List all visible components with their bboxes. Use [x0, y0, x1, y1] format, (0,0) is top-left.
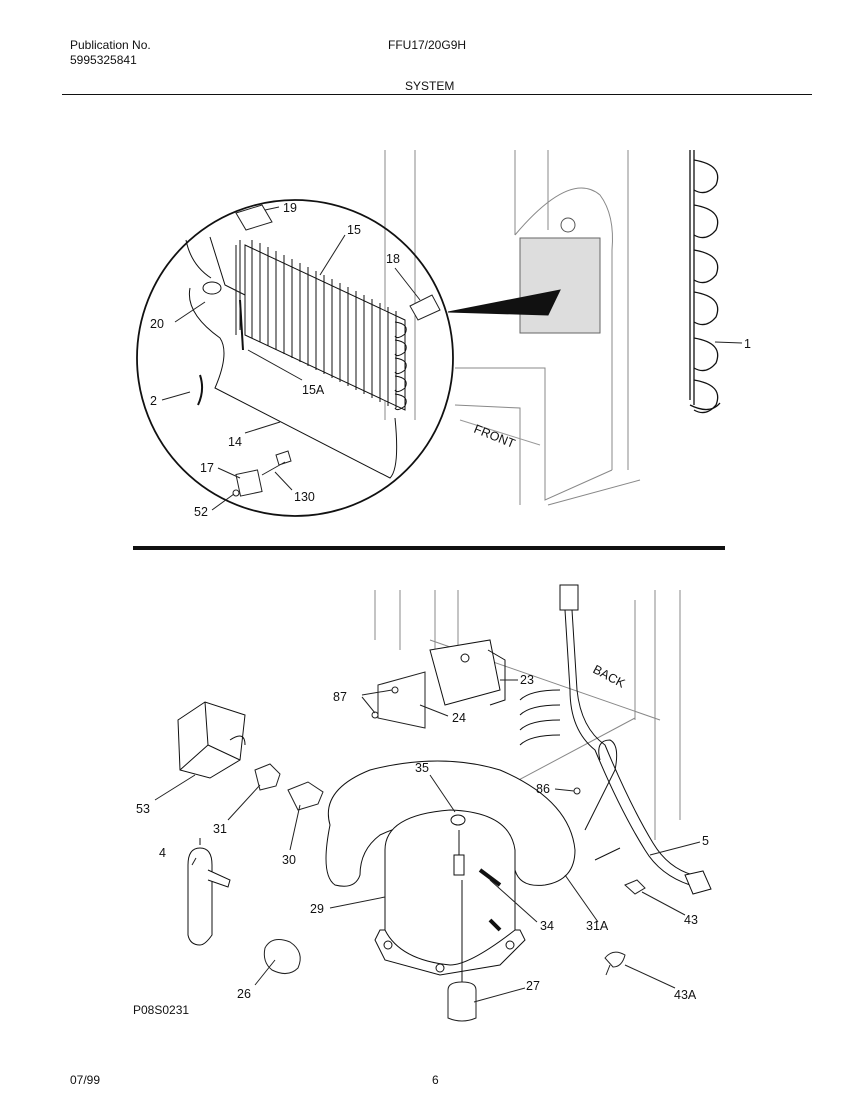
evaporator-location-patch — [519, 217, 601, 334]
part-label-35: 35 — [415, 761, 429, 775]
power-cord — [519, 584, 712, 895]
part-label-27: 27 — [526, 979, 540, 993]
part-label-52: 52 — [194, 505, 208, 519]
leader-lines-top — [161, 206, 421, 511]
detail-pointer — [447, 289, 561, 316]
page-number: 6 — [432, 1073, 439, 1087]
front-arrow-panel — [459, 419, 541, 446]
part-label-30: 30 — [282, 853, 296, 867]
screw-86 — [573, 787, 581, 795]
part-label-1: 1 — [744, 337, 751, 351]
filter-drier — [187, 838, 231, 946]
part-label-86: 86 — [536, 782, 550, 796]
part-label-24: 24 — [452, 711, 466, 725]
part-label-18: 18 — [386, 252, 400, 266]
part-label-34: 34 — [540, 919, 554, 933]
part-label-15a: 15A — [302, 383, 325, 397]
leader-lines-bottom — [154, 679, 701, 1003]
part-label-130: 130 — [294, 490, 315, 504]
part-label-53: 53 — [136, 802, 150, 816]
front-annotation: FRONT — [472, 422, 517, 451]
section-title: SYSTEM — [405, 79, 455, 93]
defrost-timer — [429, 639, 506, 706]
detail-magnifier — [136, 199, 454, 517]
condenser-coil — [689, 150, 721, 414]
part-label-26: 26 — [237, 987, 251, 1001]
part-30-overload — [287, 781, 324, 811]
publication-label: Publication No. — [70, 38, 151, 52]
timer-bracket — [377, 671, 426, 729]
part-43-clip — [624, 879, 646, 895]
part-52-washer — [232, 489, 240, 497]
grommet-27 — [447, 981, 477, 1022]
part-43a-clip — [604, 951, 626, 976]
diagram-code: P08S0231 — [133, 1003, 190, 1017]
publication-number: 5995325841 — [70, 53, 137, 67]
part-19-pad — [235, 204, 273, 231]
part-label-20: 20 — [150, 317, 164, 331]
defrost-wiring — [185, 236, 398, 479]
part-label-14: 14 — [228, 435, 242, 449]
cabinet-outline — [384, 150, 641, 506]
part-label-15: 15 — [347, 223, 361, 237]
compressor — [374, 809, 526, 985]
part-18-pad — [409, 294, 441, 321]
part-label-87: 87 — [333, 690, 347, 704]
part-label-31: 31 — [213, 822, 227, 836]
start-device — [177, 701, 246, 779]
model-number: FFU17/20G9H — [388, 38, 467, 52]
part-label-23: 23 — [520, 673, 534, 687]
evaporator — [235, 240, 407, 411]
part-label-2: 2 — [150, 394, 157, 408]
part-label-31a: 31A — [586, 919, 609, 933]
screw-87b — [371, 711, 379, 719]
part-label-43a: 43A — [674, 988, 697, 1002]
part-label-29: 29 — [310, 902, 324, 916]
section-divider — [133, 546, 725, 550]
part-130-screw — [261, 450, 292, 476]
footer-date: 07/99 — [70, 1073, 101, 1087]
part-31-relay — [254, 763, 281, 791]
part-label-5: 5 — [702, 834, 709, 848]
part-label-19: 19 — [283, 201, 297, 215]
part-label-43: 43 — [684, 913, 698, 927]
back-annotation: BACK — [591, 662, 628, 691]
header-rule — [62, 94, 812, 95]
part-label-4: 4 — [159, 846, 166, 860]
part-label-17: 17 — [200, 461, 214, 475]
part-26-cap — [263, 939, 301, 974]
part-17-bracket — [235, 469, 263, 497]
